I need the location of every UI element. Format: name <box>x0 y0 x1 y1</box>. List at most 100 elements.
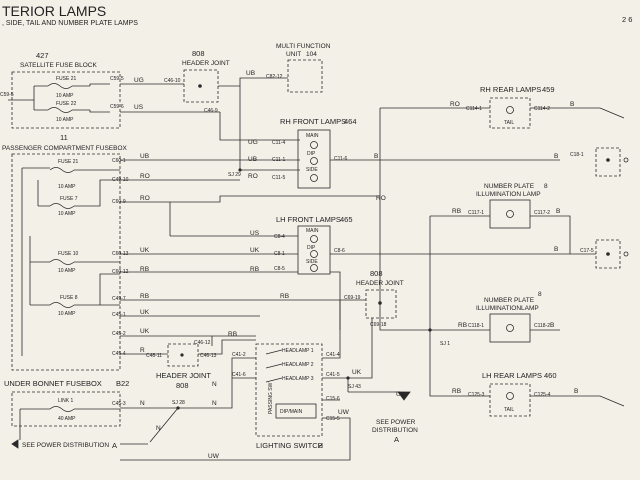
ls-dipmain: DIP/MAIN <box>280 409 303 415</box>
np-bot-number: 8 <box>538 291 542 298</box>
wire-rb-lh: RB <box>250 266 259 273</box>
wire-ub-pcf1: UB <box>140 153 149 160</box>
ls-c3: C41-4 <box>326 352 340 358</box>
pcf-c3: C60-9 <box>112 199 126 205</box>
ls-sj43: SJ 43 <box>348 384 361 390</box>
hj-bot-number: 808 <box>176 381 189 390</box>
page-number: 2 6 <box>622 15 632 24</box>
np-top-c3: C17-5 <box>580 248 594 254</box>
mfu-name: MULTI FUNCTION <box>276 43 331 50</box>
wire-us-lh: US <box>250 230 260 237</box>
wire-r-hj: R <box>140 347 145 354</box>
ls-c2: C41-6 <box>232 372 246 378</box>
rh-front-c3: C11-5 <box>272 175 285 181</box>
see-power-left: SEE POWER DISTRIBUTION <box>22 442 109 449</box>
wire-ro-pcf3: RO <box>140 195 150 202</box>
lh-front-dip: DIP <box>307 245 316 251</box>
sat-conn-c: C59-5 <box>0 92 14 98</box>
hj-top-number: 808 <box>192 49 205 58</box>
pcf-number: 11 <box>60 133 68 142</box>
wire-ug-rh: UG <box>248 139 258 146</box>
np-bot-sj: SJ 1 <box>440 341 450 347</box>
under-bonnet-fusebox: UNDER BONNET FUSEBOX B22 LINK 1 40 AMP C… <box>4 379 185 440</box>
pcf-c9: C45-4 <box>112 351 126 357</box>
hj-mid-name: HEADER JOINT <box>356 280 404 287</box>
ubf-name: UNDER BONNET FUSEBOX <box>4 379 102 388</box>
wire-uk-sw: UK <box>352 369 362 376</box>
pcf-fuse7: FUSE 7 <box>60 196 78 202</box>
rh-rear-number: 459 <box>542 85 555 94</box>
see-power-right-2: DISTRIBUTION <box>372 427 418 434</box>
rh-front-main: MAIN <box>306 133 319 139</box>
wire-uk-pcf: UK <box>140 247 150 254</box>
wire-ro-rear: RO <box>450 101 460 108</box>
rh-front-name: RH FRONT LAMPS <box>280 117 346 126</box>
wire-ub-mfu: UB <box>246 70 255 77</box>
sat-conn-a: C59-5 <box>110 76 124 82</box>
lh-rear-c1: C125-3 <box>468 392 485 398</box>
wire-n-sw: N <box>212 400 217 407</box>
header-joint-808-top: 808 HEADER JOINT C46-10 C46-9 <box>164 49 230 114</box>
np-top-name2: ILLUMINATION LAMP <box>476 191 541 198</box>
pcf-fuse10-amp: 10 AMP <box>58 268 76 274</box>
number-plate-lamp-top: NUMBER PLATE 8 ILLUMINATION LAMP C117-1 … <box>468 183 629 269</box>
ls-c1: C41-2 <box>232 352 246 358</box>
wire-b-rear: B <box>570 101 574 108</box>
wire-rb-np-top: RB <box>452 208 461 215</box>
hj-mid-number: 808 <box>370 269 383 278</box>
pcf-fuse21-amp: 10 AMP <box>58 184 76 190</box>
multi-function-unit: MULTI FUNCTION UNIT 104 C82-12 <box>266 43 331 93</box>
wire-rb-mid: RB <box>280 293 289 300</box>
np-top-c2: C117-2 <box>534 210 550 216</box>
rh-rear-c2: C114-2 <box>534 106 550 112</box>
pcf-name: PASSENGER COMPARTMENT FUSEBOX <box>2 145 128 152</box>
lh-front-lamps: LH FRONT LAMPS 465 MAIN DIP SIDE C8-4 C8… <box>274 215 353 275</box>
wire-ub-rh: UB <box>248 156 257 163</box>
header-joint-808-mid: 808 HEADER JOINT C69-19 C69-18 <box>344 269 404 328</box>
rh-front-number: 464 <box>344 117 357 126</box>
wire-uk-c452: UK <box>140 328 150 335</box>
wire-rb-fuse8: RB <box>140 293 149 300</box>
wire-b-lh-out: B <box>554 246 558 253</box>
see-power-left-ref: A <box>112 441 117 450</box>
lh-front-c4: C8-6 <box>334 248 345 254</box>
header-joint-808-bottom: C48-11 C46-12 C46-13 HEADER JOINT 808 <box>146 340 217 390</box>
fuse21-sat-amp: 10 AMP <box>56 93 74 99</box>
np-bot-c1: C118-1 <box>468 323 484 329</box>
rh-front-sj: SJ 29 <box>228 172 241 178</box>
lh-rear-c2: C125-4 <box>534 392 551 398</box>
wire-b-rh-out2: B <box>554 153 558 160</box>
ubf-link: LINK 1 <box>58 398 74 404</box>
np-bot-name: NUMBER PLATE <box>484 297 535 304</box>
lh-front-side: SIDE <box>306 259 318 265</box>
lh-front-number: 465 <box>340 215 353 224</box>
pcf-fuse8-amp: 10 AMP <box>58 311 76 317</box>
see-power-right-ref: A <box>394 435 399 444</box>
pcf-c6: C49-7 <box>112 296 126 302</box>
lighting-switch: HEADLAMP 1 HEADLAMP 2 HEADLAMP 3 DIP/MAI… <box>232 343 361 450</box>
rh-rear-c1: C114-1 <box>466 106 482 112</box>
mfu-name2: UNIT <box>286 51 301 58</box>
ubf-link-amp: 40 AMP <box>58 416 76 422</box>
ls-c5: C15-6 <box>326 396 340 402</box>
ubf-number: B22 <box>116 379 129 388</box>
rh-front-dip: DIP <box>307 151 316 157</box>
wire-n-diag: N <box>156 425 161 432</box>
wire-uk-c451: UK <box>140 309 150 316</box>
np-top-name: NUMBER PLATE <box>484 183 535 190</box>
pcf-fuse8: FUSE 8 <box>60 295 78 301</box>
hj-top-name: HEADER JOINT <box>182 60 230 67</box>
wire-ug-top: UG <box>134 77 144 84</box>
rh-rear-c3: C18-1 <box>570 152 584 158</box>
ls-lamp2: HEADLAMP 2 <box>282 362 314 368</box>
wire-rb-lh-rear: RB <box>452 388 461 395</box>
pcf-fuse7-amp: 10 AMP <box>58 211 76 217</box>
wire-uk-lh: UK <box>250 247 260 254</box>
wire-us-top: US <box>134 104 144 111</box>
lh-front-main: MAIN <box>306 228 319 234</box>
passenger-compartment-fusebox: 11 PASSENGER COMPARTMENT FUSEBOX FUSE 21… <box>2 133 129 371</box>
lh-rear-lamps: LH REAR LAMPS 460 TAIL C125-3 C125-4 <box>468 371 557 417</box>
np-bot-name2: ILLUMINATIONLAMP <box>476 305 539 312</box>
rh-rear-name: RH REAR LAMPS <box>480 85 541 94</box>
